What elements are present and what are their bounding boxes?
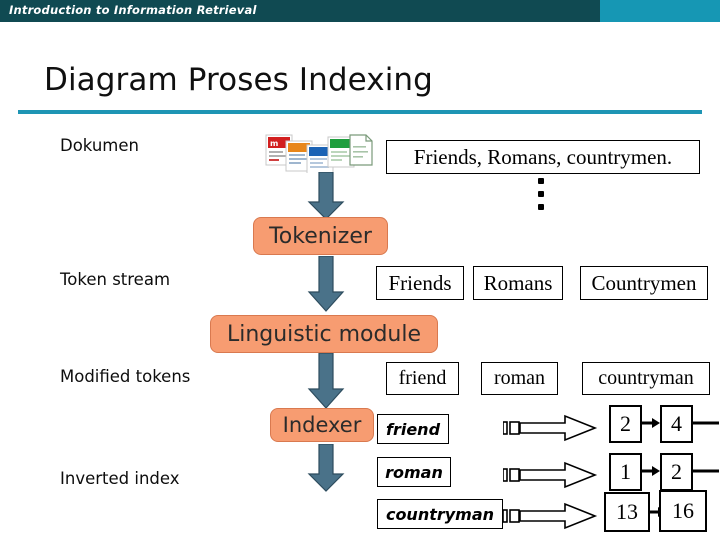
arrow-indexer-to-inverted-index [307,444,345,492]
modified-token-box-1: roman [481,362,558,395]
posting-box-0-0: 2 [609,405,642,443]
index-term-box-0: friend [377,414,449,444]
posting-pointer-arrow-2 [503,502,598,530]
stage-label-inverted-index: Inverted index [60,469,180,488]
posting-link-arrow-1-tail [693,469,719,473]
ellipsis-dots [538,178,544,217]
posting-link-arrow-0-tail [693,421,719,425]
modified-token-box-0: friend [386,362,459,395]
posting-box-1-1: 2 [660,453,693,491]
process-box-linguistic-module[interactable]: Linguistic module [210,315,438,353]
token-stream-box-0: Friends [376,266,464,300]
stage-label-documents: Dokumen [60,136,139,155]
posting-box-0-1: 4 [660,405,693,443]
posting-box-1-0: 1 [609,453,642,491]
stage-label-token-stream: Token stream [60,270,171,289]
posting-link-arrow-1-0 [642,466,660,476]
page-title: Diagram Proses Indexing [44,62,433,98]
stage-label-modified-tokens: Modified tokens [60,367,191,386]
posting-link-arrow-0-0 [642,418,660,428]
header-bar-dark [0,0,600,22]
document-stack-icons: m [265,134,373,173]
process-box-tokenizer[interactable]: Tokenizer [253,217,388,255]
index-term-box-2: countryman [377,499,503,529]
arrow-documents-to-tokenizer [307,172,345,220]
index-term-box-1: roman [377,457,451,487]
posting-box-2-1: 16 [659,490,707,532]
document-sentence-box: Friends, Romans, countrymen. [386,140,700,174]
posting-box-2-0: 13 [604,492,650,532]
arrow-linguistic-to-indexer [307,353,345,409]
arrow-tokenizer-to-linguistic [307,256,345,312]
process-box-indexer[interactable]: Indexer [270,408,374,442]
course-title: Introduction to Information Retrieval [9,3,257,17]
modified-token-box-2: countryman [582,362,710,395]
posting-pointer-arrow-1 [503,461,598,489]
header-bar-light [600,0,720,22]
title-underline [18,110,702,114]
posting-pointer-arrow-0 [503,414,598,442]
token-stream-box-2: Countrymen [580,266,708,300]
token-stream-box-1: Romans [473,266,563,300]
svg-text:m: m [270,139,278,148]
